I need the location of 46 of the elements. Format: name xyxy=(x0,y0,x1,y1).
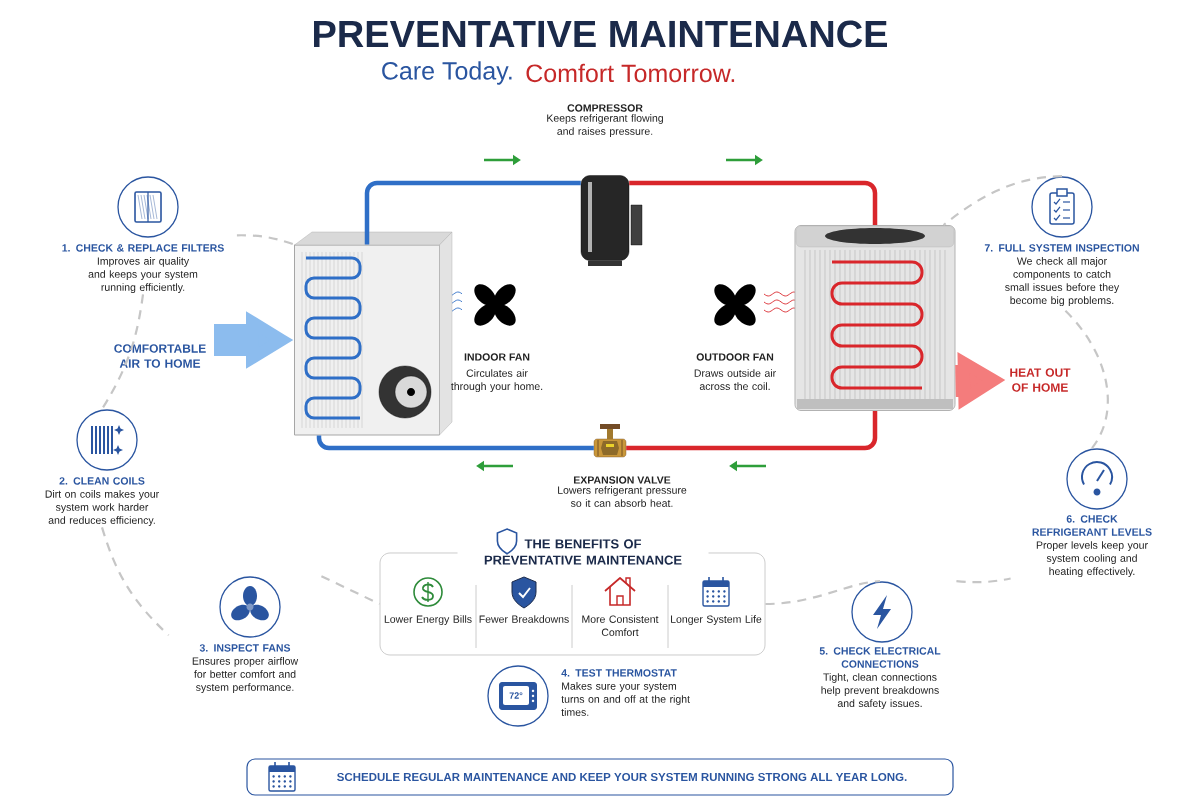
subtitle: Care Today. xyxy=(382,61,512,85)
dashed-connector xyxy=(956,577,1011,584)
benefit-label: Longer System Life xyxy=(671,615,762,625)
component-description: Keeps refrigerant flowing and raises pressure. xyxy=(547,114,663,137)
dashed-connector xyxy=(236,234,295,246)
outdoor-unit-drawing xyxy=(794,225,956,411)
pipe xyxy=(364,180,581,245)
component-title: COMPRESSOR xyxy=(567,104,643,112)
subtitle: Comfort Tomorrow. xyxy=(526,63,735,83)
dashed-connector xyxy=(100,527,170,637)
banner: SCHEDULE REGULAR MAINTENANCE AND KEEP YOUR SYSTEM RUNNING STRONG ALL YEAR LONG. xyxy=(246,758,954,796)
step-description: Improves air quality and keeps your system running efficiently. xyxy=(88,257,198,293)
step-description: We check all major components to catch small issues before they become big problems. xyxy=(1005,257,1120,307)
step-description: Proper levels keep your system cooling and heating effectively. xyxy=(1036,541,1148,578)
pipe xyxy=(626,411,878,451)
benefit-label: Fewer Breakdowns xyxy=(479,615,569,623)
step-description: Ensures proper airflow for better comfort and system performance. xyxy=(192,657,299,694)
component-title: EXPANSION VALVE xyxy=(574,476,671,484)
display-reading: 72° xyxy=(509,692,523,699)
benefit-label: More Consistent Comfort xyxy=(582,615,659,636)
dashed-connector xyxy=(320,575,381,605)
step-heading: 6. CHECK REFRIGERANT LEVELS xyxy=(1032,515,1152,536)
step-heading: 5. CHECK ELECTRICAL CONNECTIONS xyxy=(819,647,941,668)
indoor-unit-drawing xyxy=(294,231,453,436)
step-description: Tight, clean connections help prevent breakdowns and safety issues. xyxy=(821,673,939,710)
arrow-label: HEAT OUT OF HOME xyxy=(1010,368,1071,392)
step-heading: 7. FULL SYSTEM INSPECTION xyxy=(984,244,1139,252)
arrow-label: COMFORTABLE AIR TO HOME xyxy=(114,344,206,368)
step-description: Dirt on coils makes your system work harder and reduces efficiency. xyxy=(45,490,159,526)
fan-description: Draws outside air across the coil. xyxy=(694,369,776,390)
step-description: Makes sure your system turns on and off at the right times. xyxy=(561,682,690,716)
dashed-connector xyxy=(942,175,1063,226)
step-heading: 1. CHECK & REPLACE FILTERS xyxy=(62,244,224,252)
pipe xyxy=(629,180,878,225)
fan-label: INDOOR FAN xyxy=(464,353,530,361)
step-heading: 3. INSPECT FANS xyxy=(199,644,291,652)
fan-label: OUTDOOR FAN xyxy=(696,353,774,361)
step-heading: 2. CLEAN COILS xyxy=(59,477,145,485)
dashed-connector xyxy=(765,580,881,606)
pipe xyxy=(316,435,594,451)
fan-description: Circulates air through your home. xyxy=(451,369,543,393)
component-description: Lowers refrigerant pressure so it can absorb heat. xyxy=(558,486,687,507)
title: PREVENTATIVE MAINTENANCE xyxy=(314,20,887,48)
dashed-connector xyxy=(101,294,145,410)
step-heading: 4. TEST THERMOSTAT xyxy=(561,669,677,677)
benefit-label: Lower Energy Bills xyxy=(384,615,472,625)
